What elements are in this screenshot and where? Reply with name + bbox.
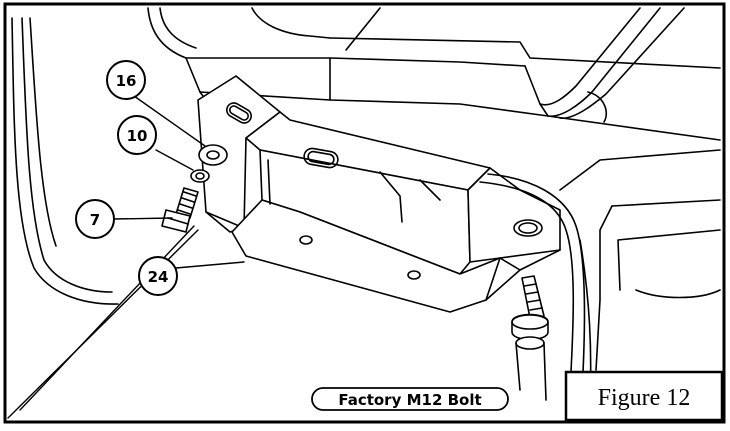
callout-16-label: 16 [116, 72, 137, 90]
callout-24-label: 24 [148, 268, 169, 286]
wire-harness [479, 173, 586, 393]
callout-10: 10 [117, 115, 157, 155]
callout-7: 7 [75, 199, 115, 239]
callout-7-label: 7 [90, 211, 100, 229]
bracket-holes [226, 102, 543, 280]
figure-label: Figure 12 [598, 385, 691, 411]
factory-m12-bolt [511, 275, 549, 401]
factory-bolt-callout: Factory M12 Bolt [311, 387, 509, 411]
flat-washer-16 [198, 144, 228, 166]
upper-frame-rails [147, 7, 721, 141]
mounting-bracket [197, 75, 561, 313]
callout-10-label: 10 [127, 127, 148, 145]
bolt-7 [161, 187, 199, 233]
callout-24: 24 [138, 256, 178, 296]
lock-washer-10 [190, 169, 210, 183]
callout-16: 16 [106, 60, 146, 100]
left-panel-outline [11, 17, 119, 305]
figure-label-box: Figure 12 [564, 370, 724, 422]
factory-bolt-label: Factory M12 Bolt [338, 391, 481, 409]
